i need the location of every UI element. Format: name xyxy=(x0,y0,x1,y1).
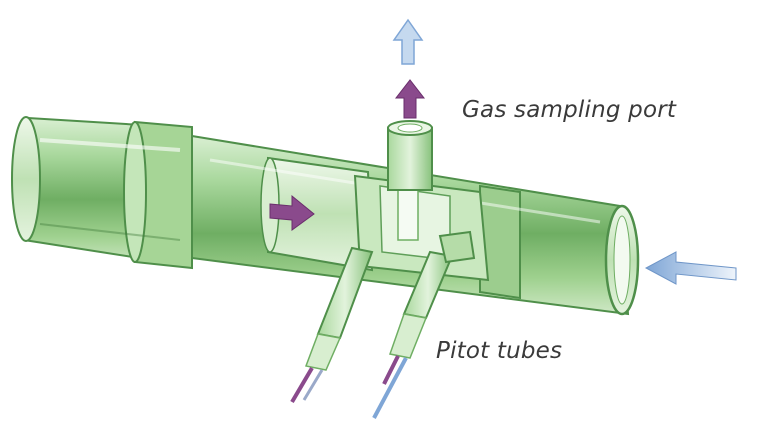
inflow-arrow-icon xyxy=(644,251,737,285)
sampling-flow-arrow-icon xyxy=(394,79,426,119)
pitot-tubes-label: Pitot tubes xyxy=(436,338,563,364)
gas-sampling-port-label: Gas sampling port xyxy=(462,97,677,123)
sensor-hub xyxy=(353,174,490,282)
flow-arrows xyxy=(269,18,737,285)
exhaust-arrow-icon xyxy=(392,18,424,65)
gas-sampling-port xyxy=(387,120,433,191)
pitot-tubes xyxy=(290,230,476,419)
main-tube xyxy=(11,116,640,316)
internal-flow-arrow-icon xyxy=(269,194,315,231)
